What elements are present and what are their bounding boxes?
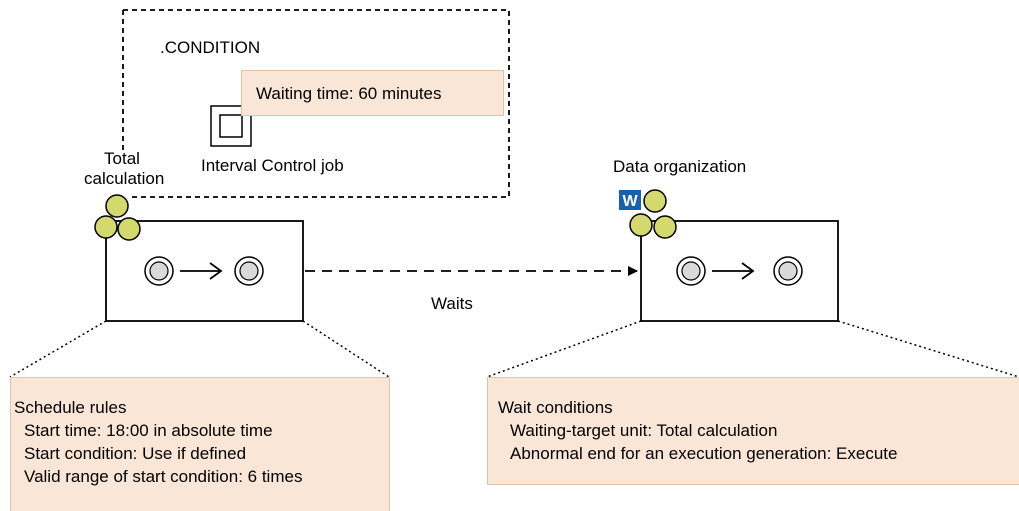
- job-icon: [676, 256, 706, 286]
- svg-text:W: W: [622, 193, 638, 210]
- arrow-right-icon: [180, 262, 223, 280]
- schedule-rule-start-condition: Start condition: Use if defined: [24, 444, 247, 463]
- wait-badge-icon: W: [619, 190, 641, 210]
- wait-conditions-panel: Wait conditions Waiting-target unit: Tot…: [487, 377, 1019, 485]
- jobnet-icon: [94, 194, 141, 241]
- interval-control-job-icon: [210, 105, 252, 147]
- total-calculation-label: Total calculation: [84, 149, 165, 189]
- waiting-time-note: Waiting time: 60 minutes: [241, 70, 504, 116]
- jobnet-icon: [629, 189, 677, 239]
- schedule-rule-valid-range: Valid range of start condition: 6 times: [24, 467, 303, 486]
- interval-control-job-label: Interval Control job: [201, 156, 344, 175]
- schedule-rule-start-time: Start time: 18:00 in absolute time: [24, 421, 273, 440]
- wait-condition-abnormal-end: Abnormal end for an execution generation…: [510, 444, 898, 463]
- total-calculation-label-line1: Total: [104, 149, 140, 168]
- schedule-rules-panel: Schedule rules Start time: 18:00 in abso…: [10, 377, 390, 511]
- job-icon: [773, 256, 803, 286]
- wait-conditions-title: Wait conditions: [498, 398, 613, 417]
- data-organization-label: Data organization: [613, 157, 747, 176]
- condition-title: .CONDITION: [160, 38, 261, 57]
- waits-label: Waits: [431, 294, 473, 313]
- schedule-rules-title: Schedule rules: [14, 398, 127, 417]
- total-calculation-label-line2: calculation: [84, 169, 165, 188]
- callout-lines: [9, 320, 1019, 378]
- job-icon: [144, 256, 174, 286]
- condition-frame: [122, 9, 510, 198]
- job-icon: [234, 256, 264, 286]
- arrow-right-icon: [712, 262, 755, 280]
- wait-condition-target-unit: Waiting-target unit: Total calculation: [510, 421, 778, 440]
